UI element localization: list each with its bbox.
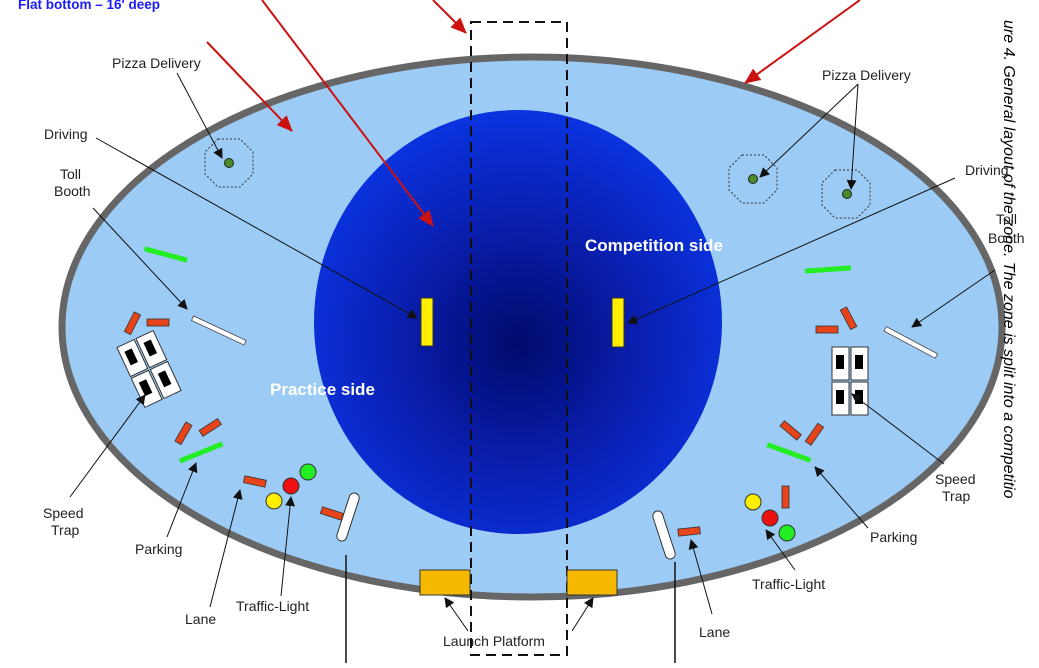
- toll-booth-right: [883, 326, 939, 359]
- label-pizza-left: Pizza Delivery: [112, 55, 201, 71]
- arrow-lane-left: [209, 489, 243, 608]
- red-marker: [815, 325, 839, 334]
- label-speed-left-1: Speed: [43, 505, 83, 521]
- header-text: Flat bottom – 16' deep: [18, 0, 160, 12]
- label-lane-left: Lane: [185, 611, 216, 627]
- lane-post-right: [652, 510, 676, 560]
- red-marker: [779, 420, 802, 441]
- red-marker: [781, 485, 790, 509]
- red-marker: [242, 475, 267, 488]
- arrow-driving-left: [95, 137, 418, 319]
- label-toll-right-1: Toll: [996, 211, 1017, 227]
- label-pizza-right: Pizza Delivery: [822, 67, 911, 83]
- label-launch: Launch Platform: [443, 633, 545, 649]
- label-lane-right: Lane: [699, 624, 730, 640]
- red-marker: [839, 306, 858, 331]
- pizza-target-icon: [204, 138, 254, 188]
- red-arrow-1: [206, 41, 293, 132]
- arrow-toll-right: [911, 269, 996, 328]
- arrow-speed-left: [69, 394, 146, 498]
- lane-post-left: [336, 492, 360, 542]
- label-parking-right: Parking: [870, 529, 917, 545]
- competition-side-label: Competition side: [585, 236, 723, 255]
- green-bar-right-bottom: [766, 442, 812, 463]
- label-speed-right-1: Speed: [935, 471, 975, 487]
- label-toll-left-2: Booth: [54, 183, 91, 199]
- launch-platform-left: [419, 569, 471, 596]
- label-toll-right-2: Booth: [988, 230, 1025, 246]
- arrow-parking-right: [814, 466, 869, 529]
- red-marker: [174, 421, 193, 446]
- pool-deep-area: [314, 110, 722, 534]
- arrow-driving-right: [627, 177, 956, 324]
- arrow-pizza-right-2: [846, 83, 859, 190]
- caption-fragment: ure 4. General layout of the zone. The z…: [1000, 20, 1017, 499]
- speed-trap-icon: [831, 346, 869, 416]
- arrow-traffic-left: [280, 496, 296, 597]
- label-toll-left-1: Toll: [60, 166, 81, 182]
- label-traffic-right: Traffic-Light: [752, 576, 825, 592]
- red-arrow-4: [744, 0, 861, 84]
- speed-trap-icon: [116, 329, 182, 409]
- label-traffic-left: Traffic-Light: [236, 598, 309, 614]
- green-bar-left-bottom: [178, 441, 224, 464]
- arrow-speed-right: [851, 393, 945, 465]
- driving-gate-left: [420, 297, 434, 347]
- arrow-launch-left: [444, 597, 469, 632]
- arrow-traffic-right: [765, 529, 796, 571]
- label-parking-left: Parking: [135, 541, 182, 557]
- traffic-light-icon: [265, 463, 317, 510]
- toll-booth-left: [190, 315, 247, 346]
- center-channel-dashed: [470, 21, 568, 656]
- traffic-light-icon: [744, 493, 796, 542]
- red-marker: [677, 526, 701, 537]
- driving-gate-right: [611, 297, 625, 348]
- red-arrow-2: [261, 0, 434, 227]
- label-speed-right-2: Trap: [942, 488, 970, 504]
- arrow-parking-left: [166, 462, 198, 538]
- green-bar-left-top: [143, 246, 188, 263]
- label-driving-right: Driving: [965, 162, 1009, 178]
- label-driving-left: Driving: [44, 126, 88, 142]
- arrow-launch-right: [571, 597, 594, 632]
- arrow-pizza-left: [176, 72, 223, 159]
- arrow-pizza-right-1: [759, 83, 859, 178]
- red-arrow-3: [432, 0, 467, 34]
- red-marker: [146, 318, 170, 327]
- launch-platform-right: [566, 569, 618, 596]
- arrow-lane-right: [688, 539, 713, 615]
- red-marker: [123, 311, 142, 336]
- arrow-toll-left: [92, 207, 188, 310]
- green-bar-right-top: [804, 265, 852, 274]
- practice-side-label: Practice side: [270, 380, 375, 399]
- red-marker: [804, 422, 825, 446]
- pizza-target-icon: [728, 154, 778, 204]
- label-speed-left-2: Trap: [51, 522, 79, 538]
- red-marker: [198, 417, 222, 437]
